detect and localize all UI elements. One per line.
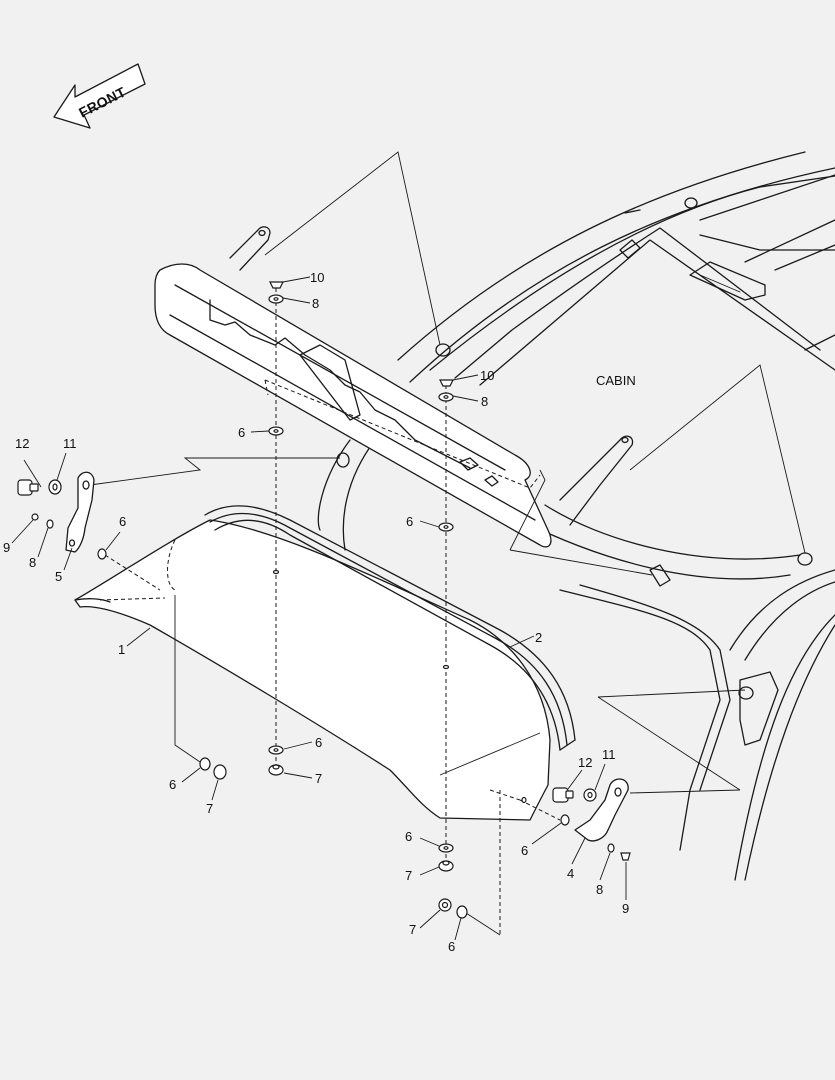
fastener-axis-lower-right <box>489 789 521 935</box>
right-axis-hardware <box>438 379 527 919</box>
callout-6-bottom: 6 <box>448 939 455 954</box>
callout-10-right: 10 <box>480 368 494 383</box>
left-axis-hardware <box>199 281 284 780</box>
callout-7-far-left: 7 <box>206 801 213 816</box>
callout-labels: 1 2 4 5 6 6 6 6 6 6 6 6 7 7 7 7 8 8 8 8 … <box>3 270 629 954</box>
callout-6-left-bracket: 6 <box>119 514 126 529</box>
front-arrow: FRONT <box>53 63 146 129</box>
callout-8-upper-right: 8 <box>481 394 488 409</box>
callout-8-right: 8 <box>596 882 603 897</box>
washer-8-left <box>46 519 54 529</box>
callout-leaders <box>11 276 627 941</box>
callout-11-left: 11 <box>63 436 77 451</box>
callout-6-far-left: 6 <box>169 777 176 792</box>
screw-9-left <box>31 513 39 521</box>
visor-hidden-edge <box>99 539 176 601</box>
callout-1: 1 <box>118 642 125 657</box>
screw-10-right <box>439 379 454 387</box>
visor-panel <box>74 519 551 821</box>
right-hardware <box>552 787 631 861</box>
callout-9-right: 9 <box>622 901 629 916</box>
washer-6-left <box>97 548 107 560</box>
callout-4: 4 <box>567 866 574 881</box>
callout-2: 2 <box>535 630 542 645</box>
left-hardware <box>17 479 107 560</box>
callout-11-right: 11 <box>602 747 616 762</box>
callout-8-left: 8 <box>29 555 36 570</box>
seal-strip <box>204 505 576 751</box>
callout-6-lower-left: 6 <box>315 735 322 750</box>
bracket-axis-right <box>519 799 561 821</box>
callout-6-upper-right: 6 <box>406 514 413 529</box>
callout-6-upper-left: 6 <box>238 425 245 440</box>
beam-hidden-edge-2 <box>264 379 269 396</box>
right-bracket <box>574 778 629 842</box>
callout-7-lower-right: 7 <box>405 868 412 883</box>
bracket-axis-left <box>104 554 161 591</box>
callout-12-left: 12 <box>15 436 29 451</box>
callout-5: 5 <box>55 569 62 584</box>
callout-12-right: 12 <box>578 755 592 770</box>
washer-6-lower-right <box>456 905 468 919</box>
washer-6-far-left <box>199 757 211 771</box>
screw-9-right <box>620 852 631 861</box>
callout-9-left: 9 <box>3 540 10 555</box>
callout-8-upper-left: 8 <box>312 296 319 311</box>
nut-7-far-left <box>213 764 227 780</box>
callout-6-lower-right: 6 <box>405 829 412 844</box>
callout-7-lower-left: 7 <box>315 771 322 786</box>
callout-7-bottom: 7 <box>409 922 416 937</box>
visor-mounting-beam <box>154 226 634 548</box>
cabin-label: CABIN <box>596 373 636 388</box>
callout-6-right-bracket: 6 <box>521 843 528 858</box>
callout-10-left: 10 <box>310 270 324 285</box>
washer-6-right <box>560 814 570 826</box>
screw-10-left <box>269 281 284 289</box>
washer-8-right <box>607 843 615 853</box>
reference-lines <box>89 151 806 936</box>
beam-hidden-edge <box>264 379 541 489</box>
cabin-frame <box>317 151 835 881</box>
left-bracket <box>65 471 95 553</box>
